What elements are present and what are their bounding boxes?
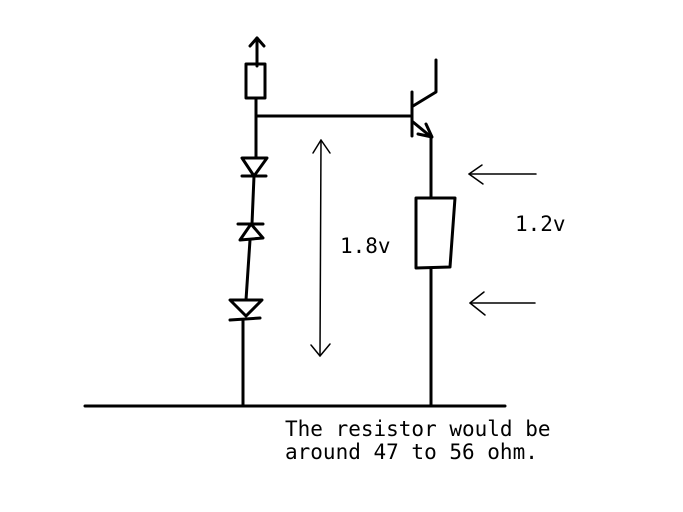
diode-icon <box>228 298 264 322</box>
base-voltage-arrow-icon <box>310 139 331 357</box>
resistor-voltage-arrow-icon <box>469 291 536 316</box>
diode-icon <box>236 222 265 242</box>
diode-icon <box>240 156 269 178</box>
resistor-voltage-arrow-icon <box>468 164 537 185</box>
note-line-2: around 47 to 56 ohm. <box>285 440 538 464</box>
note-line-1: The resistor would be <box>285 417 551 441</box>
top-resistor <box>244 62 267 100</box>
supply-arrow-icon <box>248 36 266 68</box>
base-voltage-label: 1.8v <box>340 234 391 258</box>
left-wire <box>241 96 258 408</box>
npn-transistor-icon <box>410 58 438 139</box>
emitter-resistor <box>414 196 457 270</box>
resistor-voltage-label: 1.2v <box>515 212 566 236</box>
